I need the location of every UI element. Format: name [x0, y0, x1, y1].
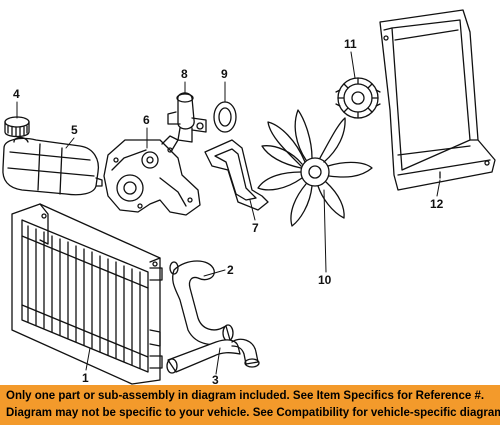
- expansion-tank-part-5: [2, 136, 103, 196]
- disclaimer-line-1: Only one part or sub-assembly in diagram…: [6, 390, 485, 402]
- upper-hose-part-2: [169, 260, 234, 346]
- lower-hose-part-3: [166, 338, 260, 374]
- fan-shroud-part-12: [379, 9, 496, 191]
- callout-3: 3: [212, 373, 219, 385]
- thermostat-housing-part-8: [167, 92, 207, 143]
- callout-6: 6: [143, 113, 150, 127]
- callout-5: 5: [71, 123, 78, 137]
- callout-12: 12: [430, 197, 444, 211]
- water-pump-part-6: [103, 135, 201, 216]
- callout-2: 2: [227, 263, 234, 277]
- fan-blade-part-10: [257, 109, 373, 227]
- callout-9: 9: [221, 67, 228, 81]
- fan-clutch-part-11: [335, 77, 381, 119]
- callout-11: 11: [344, 37, 357, 51]
- callout-labels: 1 2 3 4 5 6 7 8 9 10 11 12: [13, 37, 444, 385]
- callout-8: 8: [181, 67, 188, 81]
- callout-1: 1: [82, 371, 89, 385]
- thermostat-seal-part-9: [213, 101, 237, 133]
- gasket-part-7: [204, 139, 269, 211]
- cooling-system-exploded-diagram: 1 2 3 4 5 6 7 8 9 10 11 12: [2, 9, 496, 385]
- callout-7: 7: [252, 221, 259, 235]
- disclaimer-line-2: Diagram may not be specific to your vehi…: [6, 407, 500, 419]
- callout-10: 10: [318, 273, 332, 287]
- disclaimer-banner: Only one part or sub-assembly in diagram…: [0, 385, 500, 425]
- reservoir-cap-part-4: [4, 116, 30, 138]
- radiator-part-1: [11, 203, 163, 385]
- leader-lines: [16, 51, 441, 375]
- callout-4: 4: [13, 87, 20, 101]
